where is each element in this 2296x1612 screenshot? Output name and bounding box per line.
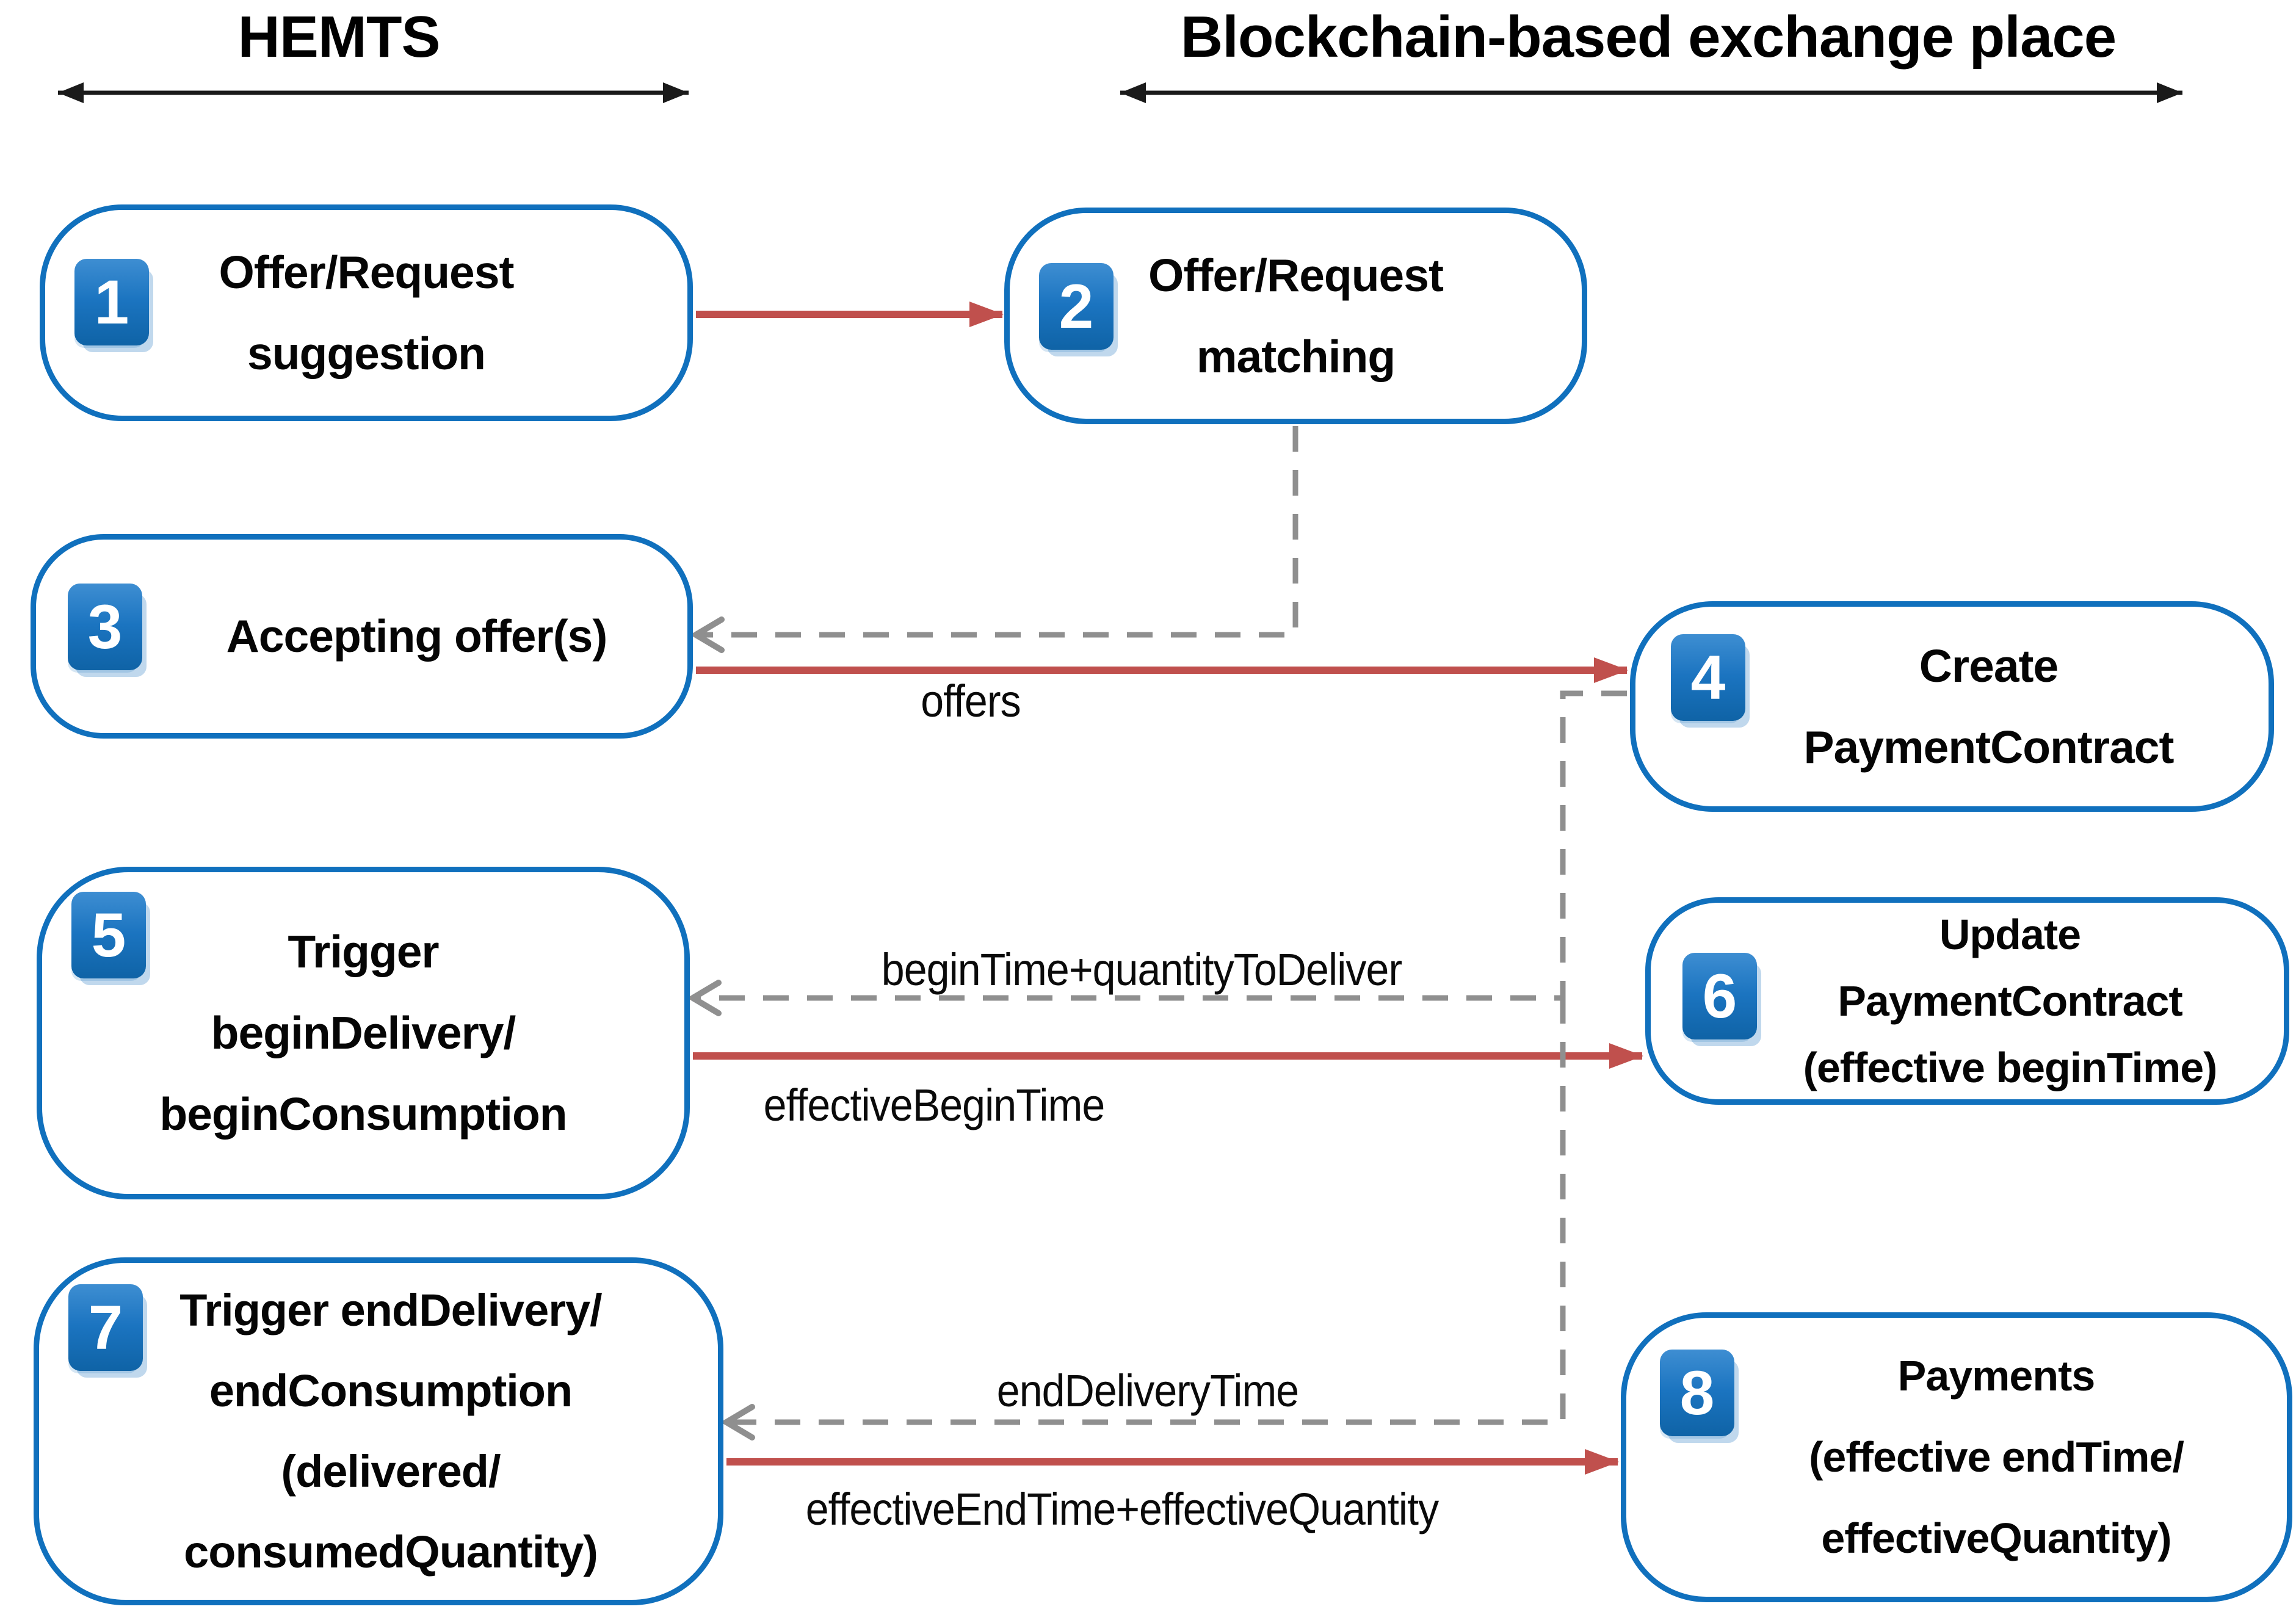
step-2-line-1: Offer/Request <box>1148 249 1444 301</box>
step-1-label: Offer/Request suggestion <box>45 210 687 416</box>
step-7-number: 7 <box>88 1292 123 1362</box>
step-7-line-2: endConsumption <box>209 1365 573 1416</box>
step-8-line-1: Payments <box>1897 1352 2096 1400</box>
step-4-number: 4 <box>1690 642 1726 712</box>
step-1-number-badge: 1 <box>74 259 149 345</box>
lane-title-hemts: HEMTS <box>237 4 441 70</box>
step-4-box: 4 Create PaymentContract <box>1630 601 2274 812</box>
step-7-line-3: (delivered/ <box>281 1446 501 1497</box>
step-7-number-badge: 7 <box>68 1284 143 1371</box>
arrow-enddeliverytime-to-trigger-dashed <box>720 998 1566 1440</box>
step-3-number: 3 <box>87 591 123 662</box>
step-4-line-2: PaymentContract <box>1803 721 2175 773</box>
step-2-line-2: matching <box>1196 330 1396 382</box>
step-6-line-1: Update <box>1939 910 2081 958</box>
step-4-label: Create PaymentContract <box>1635 607 2269 806</box>
step-5-number-badge: 5 <box>71 892 146 978</box>
step-5-label: Trigger beginDelivery/ beginConsumption <box>42 872 684 1194</box>
step-3-label: Accepting offer(s) <box>36 540 687 733</box>
step-6-label: Update PaymentContract (effective beginT… <box>1651 903 2284 1099</box>
step-5-line-2: beginDelivery/ <box>211 1007 516 1058</box>
step-7-box: 7 Trigger endDelivery/ endConsumption (d… <box>34 1257 723 1605</box>
step-8-line-2: (effective endTime/ <box>1809 1433 2184 1481</box>
step-7-line-4: consumedQuantity) <box>184 1527 598 1577</box>
step-4-line-1: Create <box>1919 640 2059 692</box>
step-2-box: 2 Offer/Request matching <box>1004 208 1587 424</box>
step-8-label: Payments (effective endTime/ effectiveQu… <box>1626 1318 2287 1597</box>
step-6-box: 6 Update PaymentContract (effective begi… <box>1645 897 2289 1105</box>
lane-title-blockchain: Blockchain-based exchange place <box>1180 4 2117 70</box>
step-5-line-1: Trigger <box>288 926 439 977</box>
step-2-label: Offer/Request matching <box>1010 213 1582 419</box>
step-3-box: 3 Accepting offer(s) <box>31 534 693 739</box>
step-8-box: 8 Payments (effective endTime/ effective… <box>1621 1312 2292 1602</box>
label-begintime-quantitytodeliver: beginTime+quantityToDeliver <box>881 944 1402 995</box>
step-8-number-badge: 8 <box>1660 1350 1734 1436</box>
step-8-line-3: effectiveQuantity) <box>1821 1514 2171 1562</box>
step-4-number-badge: 4 <box>1671 634 1745 721</box>
step-1-line-1: Offer/Request <box>219 246 515 298</box>
step-3-number-badge: 3 <box>68 584 142 670</box>
label-enddeliverytime: endDeliveryTime <box>996 1365 1299 1416</box>
step-6-line-3: (effective beginTime) <box>1803 1043 2218 1091</box>
step-5-box: 5 Trigger beginDelivery/ beginConsumptio… <box>37 867 690 1199</box>
arrow-begintime-to-trigger-dashed <box>687 690 1627 1016</box>
step-2-number-badge: 2 <box>1039 263 1114 350</box>
step-8-number: 8 <box>1679 1357 1715 1428</box>
step-2-number: 2 <box>1059 271 1094 341</box>
label-effectivebegintime: effectiveBeginTime <box>763 1080 1106 1130</box>
step-6-number: 6 <box>1702 961 1737 1031</box>
step-7-label: Trigger endDelivery/ endConsumption (del… <box>39 1263 718 1600</box>
step-7-line-1: Trigger endDelivery/ <box>179 1285 602 1336</box>
step-6-number-badge: 6 <box>1682 953 1757 1039</box>
step-1-box: 1 Offer/Request suggestion <box>40 204 693 421</box>
step-1-number: 1 <box>94 267 129 337</box>
step-5-number: 5 <box>91 900 126 970</box>
arrow-matching-to-accepting-dashed <box>690 426 1298 653</box>
step-5-line-3: beginConsumption <box>159 1088 567 1140</box>
step-3-line-1: Accepting offer(s) <box>226 610 608 662</box>
step-1-line-2: suggestion <box>247 327 486 379</box>
label-offers: offers <box>921 676 1021 726</box>
step-6-line-2: PaymentContract <box>1838 977 2183 1025</box>
label-effectiveendtime-effectivequantity: effectiveEndTime+effectiveQuantity <box>805 1484 1439 1534</box>
